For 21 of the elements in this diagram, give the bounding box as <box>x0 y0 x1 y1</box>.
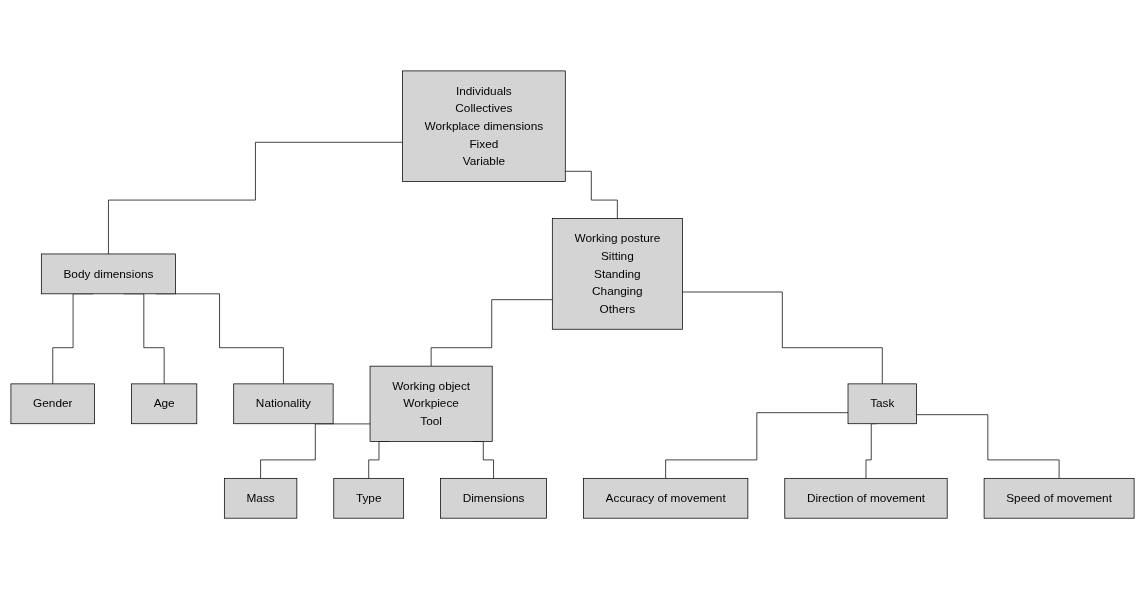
node-box: Gender <box>10 383 95 425</box>
connector <box>430 299 553 367</box>
connector <box>665 412 849 479</box>
node-box: Mass <box>224 477 298 519</box>
connector <box>564 170 618 219</box>
node-box: Working posture Sitting Standing Changing Others <box>551 218 683 330</box>
connector <box>260 423 371 479</box>
node-box: Accuracy of movement <box>583 477 749 519</box>
node-box: Direction of movement <box>784 477 948 519</box>
node-box: Nationality <box>233 383 334 425</box>
connector <box>916 414 1060 479</box>
node-box: Individuals Collectives Workplace dimensions Fixed Variable <box>402 70 566 182</box>
node-box: Dimensions <box>440 477 547 519</box>
connector <box>108 141 403 255</box>
node-box: Body dimensions <box>40 253 176 295</box>
node-box: Task <box>847 383 917 425</box>
node-box: Type <box>333 477 404 519</box>
connector <box>682 291 883 385</box>
node-box: Age <box>131 383 198 425</box>
node-box: Speed of movement <box>983 477 1135 519</box>
node-box: Working object Workpiece Tool <box>369 365 493 442</box>
